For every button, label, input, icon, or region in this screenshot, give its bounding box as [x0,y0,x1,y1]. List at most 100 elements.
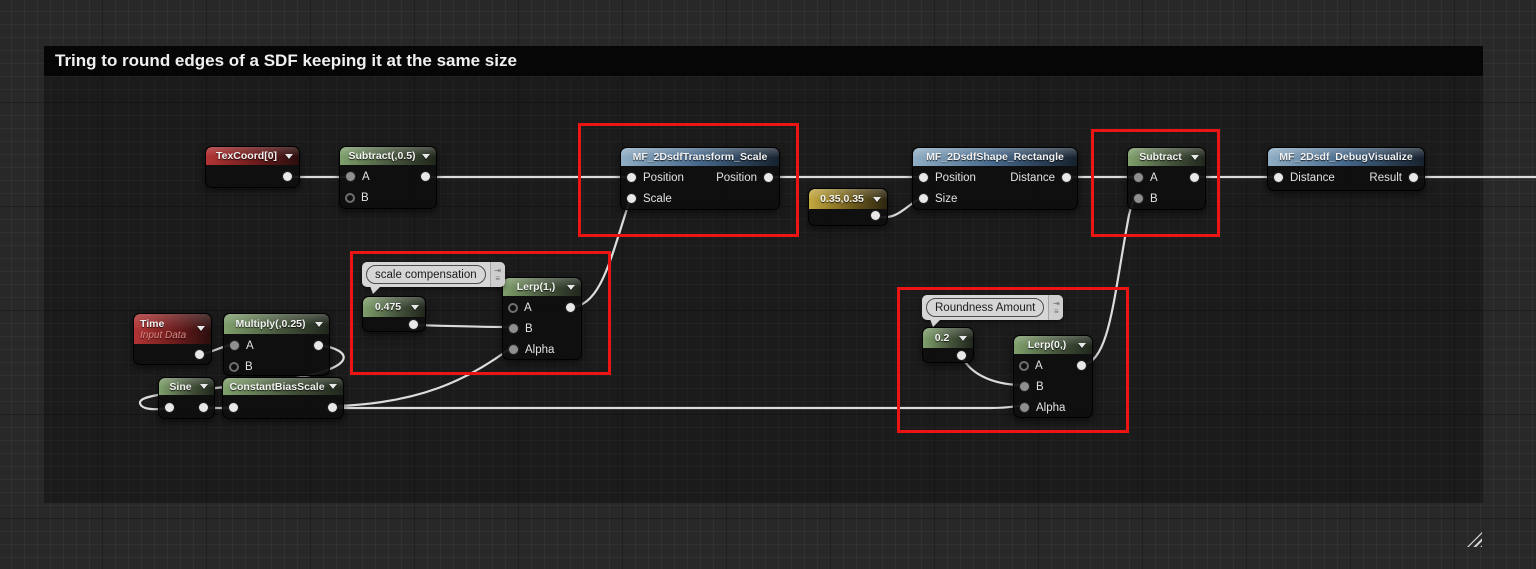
output-pin[interactable] [420,171,431,182]
node-subtract-05[interactable]: Subtract(,0.5) A B [339,146,437,209]
node-mf-shape-rectangle[interactable]: MF_2DsdfShape_Rectangle Position Distanc… [912,147,1078,210]
input-pin-distance[interactable] [1273,172,1284,183]
chevron-down-icon[interactable] [567,284,575,290]
output-pin[interactable] [198,401,209,413]
node-header[interactable]: MF_2DsdfTransform_Scale [621,148,779,166]
output-pin[interactable] [565,302,576,313]
input-pin-a[interactable] [1019,360,1029,371]
input-pin[interactable] [228,401,239,413]
comment-bubble-scale-compensation[interactable]: scale compensation ⇥ ≡ [362,262,505,294]
comment-lines-icon[interactable]: ≡ [495,273,500,283]
node-header[interactable]: 0.2 [923,328,973,348]
node-mf-transform-scale[interactable]: MF_2DsdfTransform_Scale Position Positio… [620,147,780,210]
input-pin-b[interactable] [1133,193,1144,204]
chevron-down-icon[interactable] [873,196,881,202]
node-time[interactable]: Time Input Data [133,313,212,365]
output-pin-distance[interactable] [1061,172,1072,183]
comment-pin-icon[interactable]: ⇥ [494,265,501,275]
node-header[interactable]: Subtract [1128,148,1205,166]
chevron-down-icon[interactable] [411,304,419,310]
chevron-down-icon[interactable] [1191,154,1199,160]
bubble-tail [370,286,381,294]
pin-label: B [361,191,369,204]
node-header[interactable]: MF_2DsdfShape_Rectangle [913,148,1077,166]
node-sine[interactable]: Sine [158,377,215,419]
bubble-label: Roundness Amount [926,298,1045,317]
node-header[interactable]: Time Input Data [134,314,211,344]
input-pin-a[interactable] [229,340,240,351]
input-pin-alpha[interactable] [1019,402,1030,413]
input-pin[interactable] [164,401,175,413]
comment-bubble-roundness-amount[interactable]: Roundness Amount ⇥ ≡ [922,295,1064,327]
input-pin-position[interactable] [626,172,637,183]
input-pin-b[interactable] [229,361,239,372]
input-pin-alpha[interactable] [508,344,519,355]
node-title: 0.35,0.35 [820,193,864,205]
output-pin-result[interactable] [1408,172,1419,183]
node-header[interactable]: Lerp(1,) [503,278,581,296]
pin-label: Distance [1290,171,1335,184]
chevron-down-icon[interactable] [959,335,967,341]
chevron-down-icon[interactable] [197,326,205,331]
node-header[interactable]: ConstantBiasScale [223,378,343,395]
node-constant-035-035[interactable]: 0.35,0.35 [808,188,888,226]
input-pin-a[interactable] [508,302,518,313]
node-title: MF_2Dsdf_DebugVisualize [1279,151,1413,163]
output-pin[interactable] [1189,172,1200,183]
input-pin-b[interactable] [1019,381,1030,392]
comment-lines-icon[interactable]: ≡ [1054,306,1059,316]
node-header[interactable]: Sine [159,378,214,395]
node-texcoord[interactable]: TexCoord[0] [205,146,300,188]
node-header[interactable]: 0.475 [363,297,425,317]
comment-title-bar[interactable]: Tring to round edges of a SDF keeping it… [44,46,1483,76]
input-pin-position[interactable] [918,172,929,183]
chevron-down-icon[interactable] [329,384,337,389]
output-pin[interactable] [956,350,967,361]
pin-label: Scale [643,192,672,205]
node-lerp-0[interactable]: Lerp(0,) A B Alpha [1013,335,1093,418]
chevron-down-icon[interactable] [285,153,293,159]
pin-label: B [525,322,533,335]
chevron-down-icon[interactable] [315,321,323,327]
chevron-down-icon[interactable] [1078,342,1086,348]
chevron-down-icon[interactable] [422,153,430,159]
bubble-label: scale compensation [366,265,486,284]
input-pin-b[interactable] [345,192,355,203]
node-constant-0475[interactable]: 0.475 [362,296,426,332]
node-subtitle: Input Data [140,329,187,341]
bubble-attach[interactable]: ⇥ ≡ [489,262,505,287]
node-constant-02[interactable]: 0.2 [922,327,974,363]
pin-label: Position [643,171,684,184]
output-pin[interactable] [194,349,205,360]
comment-pin-icon[interactable]: ⇥ [1053,298,1060,308]
chevron-down-icon[interactable] [200,384,208,389]
node-lerp-1[interactable]: Lerp(1,) A B Alpha [502,277,582,360]
bubble-attach[interactable]: ⇥ ≡ [1048,295,1064,320]
input-pin-size[interactable] [918,193,929,204]
output-pin[interactable] [408,319,419,330]
output-pin[interactable] [1076,360,1087,371]
node-title: MF_2DsdfShape_Rectangle [926,151,1064,163]
node-constant-bias-scale[interactable]: ConstantBiasScale [222,377,344,419]
output-pin[interactable] [327,401,338,413]
node-header[interactable]: 0.35,0.35 [809,189,887,209]
pin-label: Result [1369,171,1402,184]
input-pin-a[interactable] [345,171,356,182]
node-header[interactable]: Subtract(,0.5) [340,147,436,165]
output-pin[interactable] [870,210,881,221]
input-pin-b[interactable] [508,323,519,334]
node-header[interactable]: MF_2Dsdf_DebugVisualize [1268,148,1424,166]
output-pin[interactable] [282,171,293,182]
node-header[interactable]: Multiply(,0.25) [224,314,329,334]
node-mf-debug-visualize[interactable]: MF_2Dsdf_DebugVisualize Distance Result [1267,147,1425,191]
input-pin-scale[interactable] [626,193,637,204]
output-pin-position[interactable] [763,172,774,183]
input-pin-a[interactable] [1133,172,1144,183]
node-header[interactable]: Lerp(0,) [1014,336,1092,354]
node-subtract[interactable]: Subtract A B [1127,147,1206,210]
pin-label: A [362,170,370,183]
node-multiply-025[interactable]: Multiply(,0.25) A B [223,313,330,376]
output-pin[interactable] [313,340,324,351]
node-header[interactable]: TexCoord[0] [206,147,299,165]
